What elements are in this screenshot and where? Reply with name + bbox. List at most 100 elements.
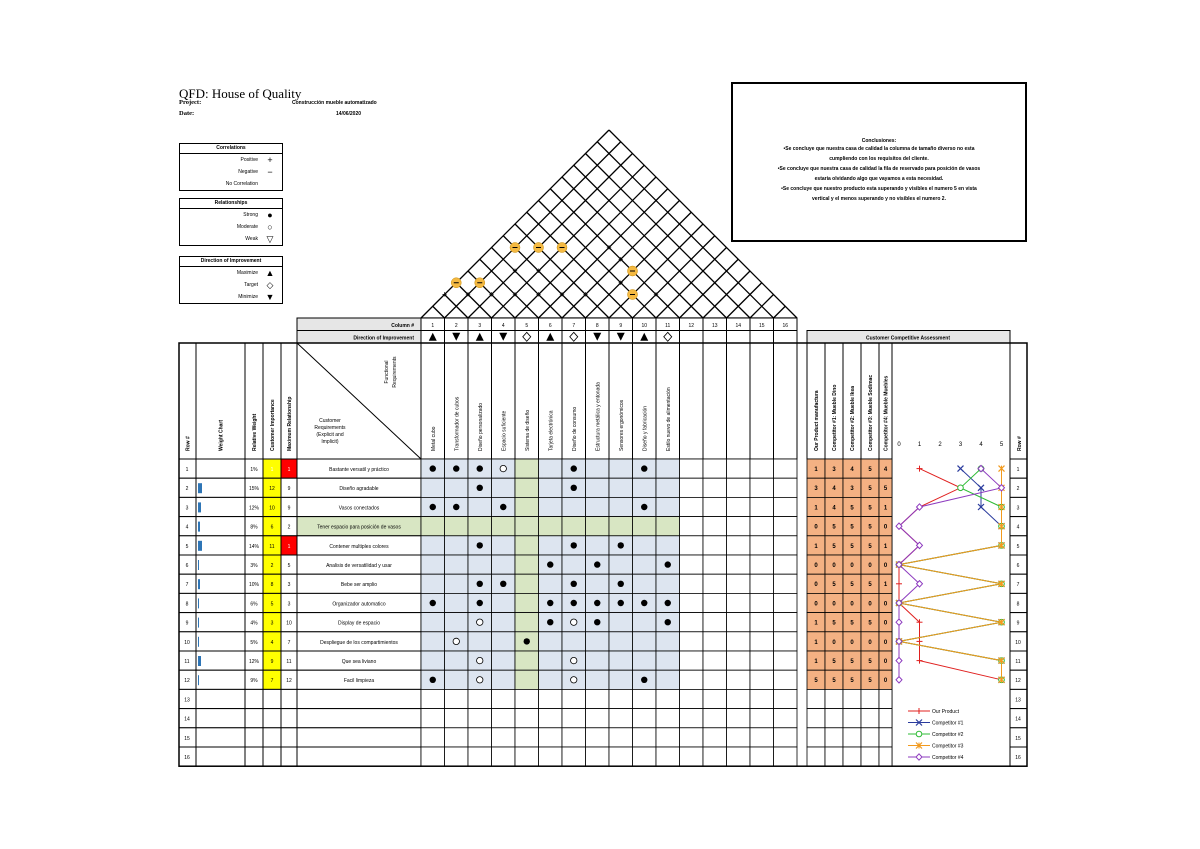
matrix-cell: [773, 554, 798, 575]
functional-requirement-label: Estructura metálica y entonada: [595, 382, 601, 451]
strong-relationship-icon: [547, 619, 554, 626]
row-cell: [244, 746, 264, 767]
weight-bar: [198, 483, 202, 494]
competitor-value-cell: [878, 689, 893, 710]
matrix-cell: [444, 727, 469, 748]
matrix-cell: [726, 554, 751, 575]
functional-requirement-label: Diseño y fabricación: [642, 406, 648, 451]
customer-importance: 6: [271, 525, 274, 531]
row-cell: [195, 708, 246, 729]
row-cell: [195, 746, 246, 767]
matrix-cell: [608, 554, 633, 575]
matrix-cell: [749, 573, 774, 594]
series-marker: [957, 484, 964, 492]
roof-line: [679, 258, 739, 319]
competitor-value: 5: [832, 582, 836, 588]
row-cell: [195, 631, 246, 652]
matrix-cell: [702, 746, 727, 767]
weight-bar: [198, 579, 200, 590]
functional-requirement-label: Diseño de consumo: [572, 407, 578, 451]
maximum-relationship: 9: [288, 505, 291, 511]
matrix-cell: [679, 573, 704, 594]
minimize-icon: [452, 332, 461, 341]
matrix-cell: [467, 496, 492, 517]
legend-item-maximize: Maximize▲: [236, 268, 275, 278]
strong-relationship-icon: [641, 503, 648, 511]
competitor-value: 0: [884, 659, 888, 665]
column-number: 13: [712, 323, 718, 329]
strong-relationship-icon: [570, 580, 577, 587]
roof-line: [585, 211, 692, 319]
weight-bar: [198, 521, 200, 532]
matrix-cell: [585, 516, 610, 537]
target-icon: [569, 331, 579, 342]
matrix-cell: [679, 593, 704, 614]
roof-line: [596, 141, 774, 319]
matrix-cell: [749, 593, 774, 614]
row-cell: [195, 458, 246, 479]
competitor-value: 3: [850, 486, 854, 492]
competitor-value-cell: [878, 708, 893, 729]
strong-icon: ●: [267, 210, 273, 220]
matrix-cell: [585, 708, 610, 729]
weight-bar: [198, 636, 199, 647]
competitor-value: 0: [884, 678, 888, 684]
series-marker: [895, 618, 903, 627]
weight-bar: [198, 540, 202, 551]
competitor-value-cell: [860, 746, 880, 767]
customer-label: Implicit): [321, 439, 339, 445]
strong-relationship-icon: [476, 580, 483, 587]
matrix-cell: [467, 689, 492, 710]
column-number: 10: [641, 323, 647, 329]
row-cell: [195, 650, 246, 671]
matrix-cell: [420, 708, 445, 729]
maximum-relationship: 12: [286, 678, 292, 684]
row-cell: [195, 688, 246, 710]
matrix-cell: [679, 708, 704, 729]
correlations-legend: Correlations Positive+ Negative− No Corr…: [179, 143, 283, 191]
strong-relationship-icon: [453, 503, 460, 511]
customer-importance: 5: [271, 601, 274, 607]
series-line: [898, 468, 1002, 680]
competitor-value-cell: [824, 708, 844, 729]
matrix-cell: [702, 727, 727, 748]
minimize-icon: [593, 332, 602, 341]
strong-relationship-icon: [617, 580, 624, 587]
matrix-cell: [632, 727, 657, 748]
matrix-cell: [632, 477, 657, 498]
matrix-cell: [467, 708, 492, 729]
strong-relationship-icon: [641, 599, 648, 607]
matrix-cell: [538, 496, 563, 517]
matrix-cell: [608, 458, 633, 479]
matrix-cell: [467, 554, 492, 575]
competitor-value-cell: [842, 689, 862, 710]
direction-label: Direction of Improvement: [353, 336, 414, 342]
matrix-cell: [726, 650, 751, 671]
right-row-number: 15: [1015, 736, 1021, 742]
functional-requirement-cell: [726, 342, 751, 460]
matrix-cell: [514, 554, 539, 575]
matrix-cell: [420, 746, 445, 767]
customer-importance: 1: [271, 467, 274, 473]
chart-scale-tick: 5: [1000, 442, 1004, 448]
direction-cell: [773, 330, 798, 344]
column-number: 8: [596, 323, 599, 329]
functional-requirement-cell: [773, 342, 798, 460]
customer-importance: 7: [271, 678, 274, 684]
matrix-cell: [726, 727, 751, 748]
right-row-number: 16: [1015, 755, 1021, 761]
strong-relationship-icon: [429, 465, 436, 472]
roof-line: [479, 258, 539, 319]
matrix-cell: [632, 612, 657, 633]
strong-relationship-icon: [476, 465, 483, 472]
competitor-value: 5: [868, 467, 872, 473]
matrix-cell: [467, 516, 492, 537]
series-marker: [915, 541, 924, 550]
row-cell: [280, 746, 298, 767]
column-number: 16: [782, 323, 788, 329]
matrix-cell: [444, 593, 469, 614]
matrix-cell: [467, 727, 492, 748]
competitor-value: 1: [884, 544, 888, 550]
row-number: 5: [186, 544, 189, 550]
series-marker: [977, 503, 985, 511]
